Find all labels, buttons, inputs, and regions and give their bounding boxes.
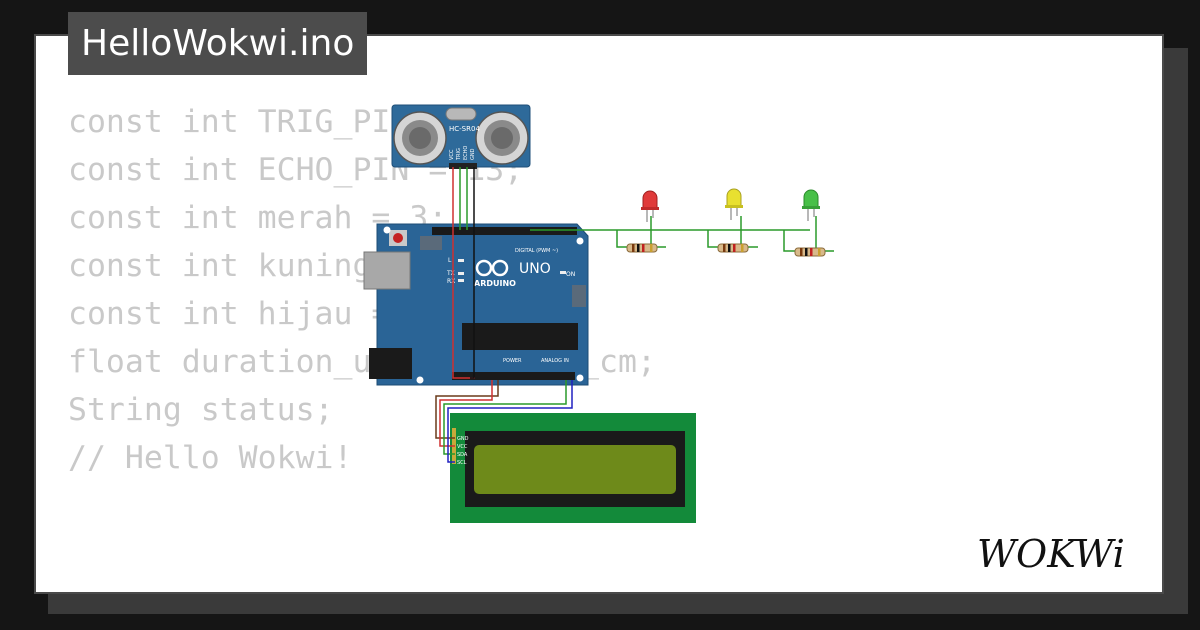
sensor-pin-label: VCC (449, 149, 455, 160)
code-line: const int merah = 3; (68, 200, 448, 236)
board-brand-label: UNO (519, 261, 551, 277)
resistor (626, 243, 658, 253)
wires (435, 167, 834, 463)
board-sub-label: ARDUINO (474, 279, 516, 288)
led-green (802, 189, 820, 221)
resistor (794, 247, 826, 257)
board-l-label: L (448, 257, 452, 264)
arduino-logo-icon (475, 259, 509, 277)
lcd-display: GND VCC SDA SCL (450, 413, 696, 523)
circuit-diagram: HC-SR04 VCC TRIG ECHO GND L TX RX ON (363, 104, 834, 523)
led-yellow (725, 188, 743, 220)
sensor-pin-label: GND (470, 148, 476, 160)
board-rx-label: RX (447, 278, 455, 285)
board-digital-label: DIGITAL (PWM ~) (515, 248, 558, 254)
board-tx-label: TX (446, 270, 455, 277)
sensor-label: HC-SR04 (449, 125, 480, 133)
resistor (717, 243, 749, 253)
lcd-pin-label: SCL (457, 460, 467, 466)
lcd-pin-label: VCC (457, 444, 468, 450)
board-on-label: ON (566, 271, 575, 278)
sensor-pin-label: TRIG (456, 148, 462, 161)
board-analog-label: ANALOG IN (541, 358, 569, 364)
led-red (641, 190, 659, 222)
arduino-uno-board: L TX RX ON UNO ARDUINO DIGITAL (PWM ~) P… (363, 223, 589, 386)
brand-logo-text: WOKWi (977, 532, 1125, 576)
code-line: // Hello Wokwi! (68, 440, 353, 476)
board-power-label: POWER (503, 358, 522, 364)
wokwi-logo: WOKWi (977, 532, 1125, 576)
ultrasonic-sensor: HC-SR04 VCC TRIG ECHO GND (391, 104, 531, 169)
sensor-pin-label: ECHO (463, 146, 469, 160)
code-line: String status; (68, 392, 334, 428)
file-title: HelloWokwi.ino (68, 12, 368, 75)
lcd-pin-label: SDA (457, 452, 468, 458)
lcd-pin-label: GND (457, 436, 469, 442)
